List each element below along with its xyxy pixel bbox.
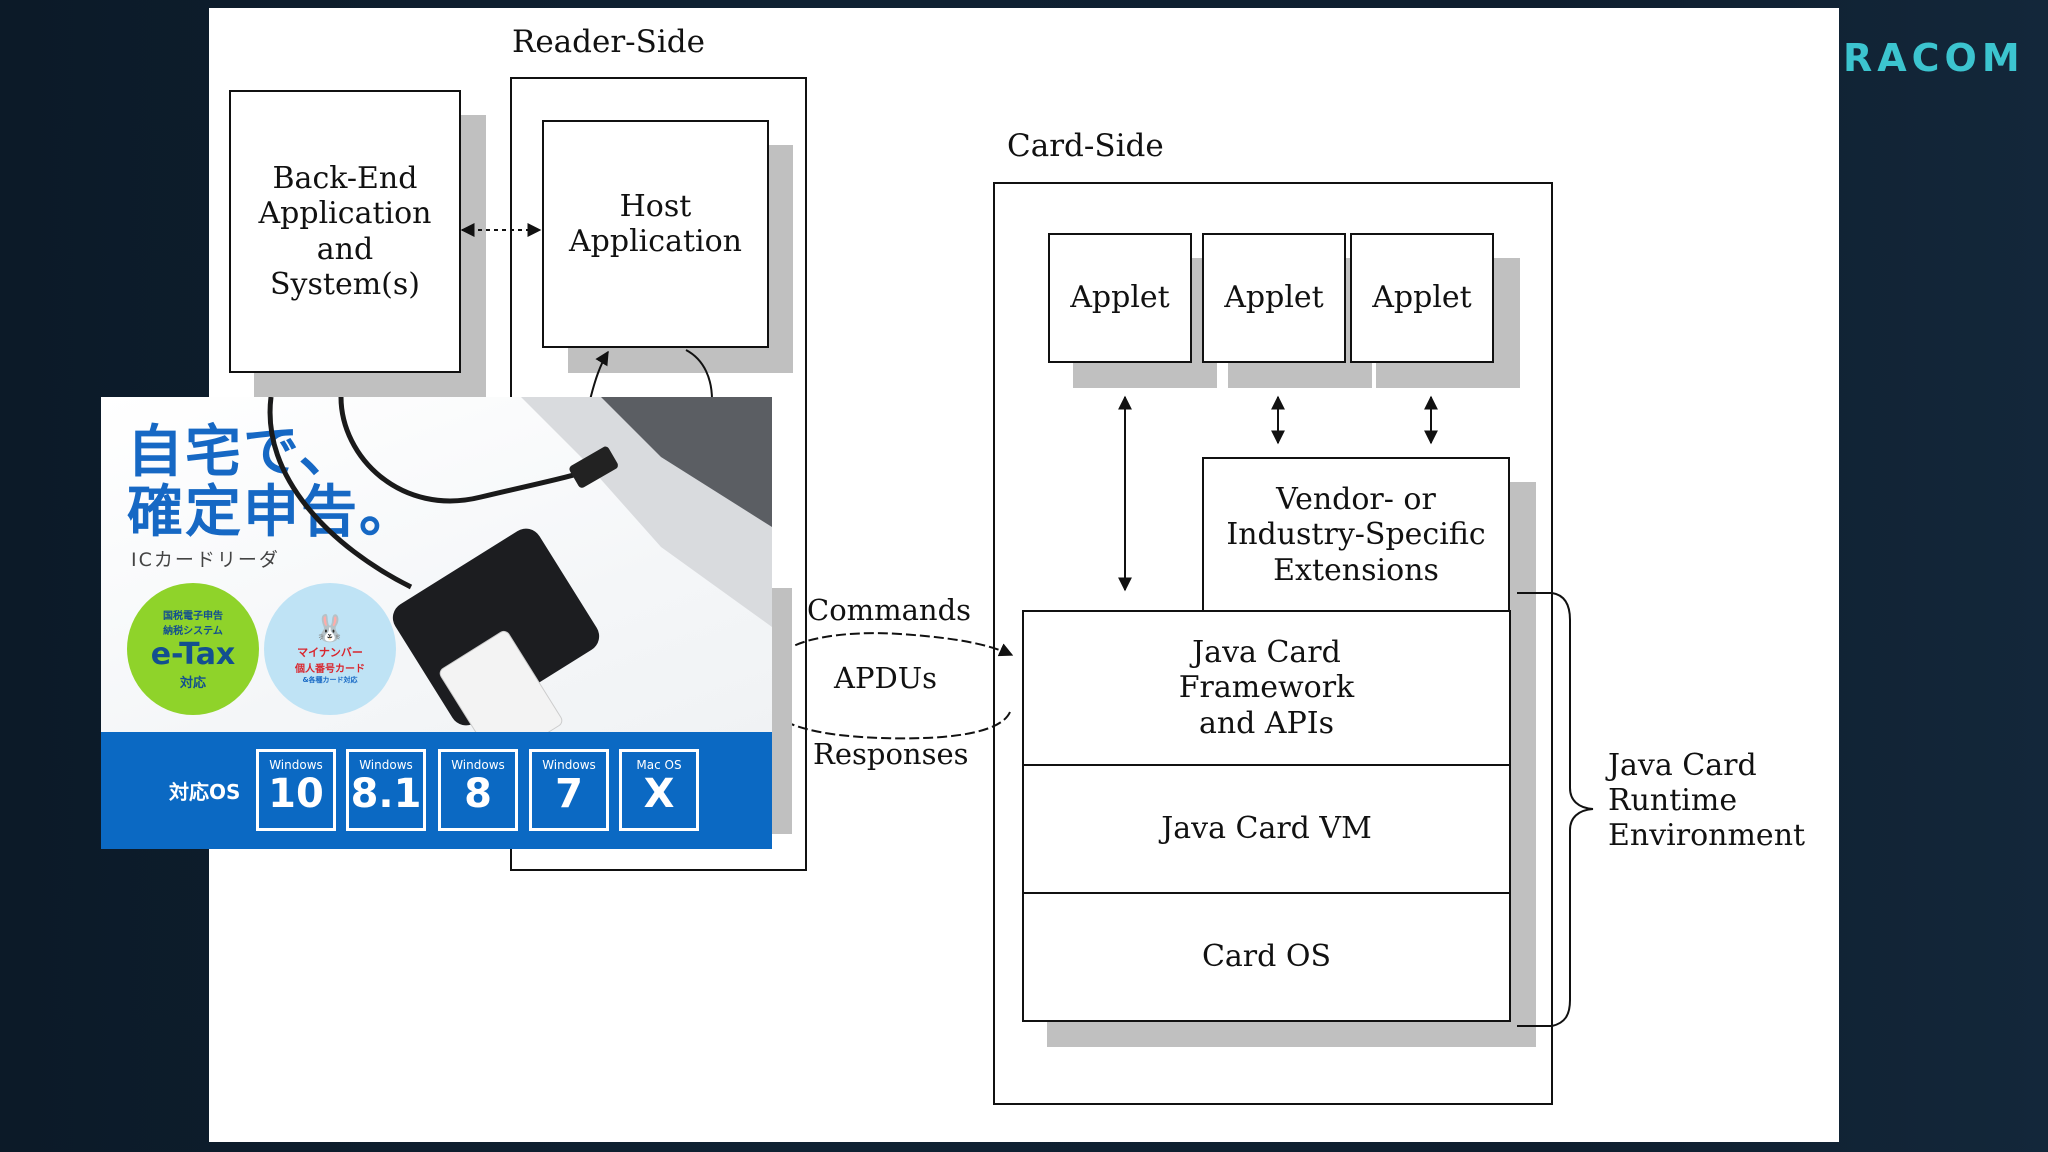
applet-box-1: Applet	[1048, 233, 1192, 363]
reader-side-title: Reader-Side	[512, 24, 705, 60]
ad-headline-line2: 確定申告。	[127, 480, 417, 545]
usb-plug	[569, 446, 618, 488]
backend-line: Back-End	[272, 161, 418, 197]
host-label: Host Application	[569, 189, 742, 259]
mynumber-line: 個人番号カード	[295, 663, 365, 675]
apdus-label: APDUs	[834, 661, 938, 695]
framework-line: and APIs	[1198, 705, 1335, 741]
os-badge: Windows 8	[438, 749, 518, 831]
applet-label: Applet	[1224, 280, 1324, 316]
applet-box-2: Applet	[1202, 233, 1346, 363]
mynumber-badge: 🐰 マイナンバー 個人番号カード &各種カード対応	[264, 583, 396, 715]
commands-label: Commands	[807, 593, 972, 627]
laptop-keyboard	[601, 397, 772, 527]
vendor-line: Extensions	[1273, 552, 1439, 588]
vendor-label: Vendor- or Industry-Specific Extensions	[1226, 482, 1485, 587]
responses-label: Responses	[813, 737, 969, 771]
commands-arrow	[775, 632, 1014, 665]
framework-line: Framework	[1178, 670, 1355, 706]
runtime-stack-shadow	[1047, 1021, 1536, 1047]
mynumber-line: &各種カード対応	[302, 675, 358, 684]
reader-cable	[267, 397, 413, 590]
host-application-box: Host Application	[542, 120, 769, 348]
runtime-environment-label: Java Card Runtime Environment	[1608, 748, 1805, 853]
os-badge: Windows 8.1	[346, 749, 426, 831]
etax-line: 納税システム	[163, 626, 223, 637]
card-os-layer: Card OS	[1022, 892, 1511, 1022]
os-name: Mac OS	[636, 758, 682, 772]
ad-headline-line1: 自宅で、	[127, 420, 357, 485]
usb-cable	[338, 397, 602, 504]
host-line: Application	[569, 224, 742, 259]
os-version: 10	[268, 771, 324, 817]
brand-logo: RACOM	[1843, 36, 2025, 80]
runtime-line: Runtime	[1608, 783, 1738, 819]
product-illustration	[267, 397, 772, 764]
vm-layer: Java Card VM	[1022, 764, 1511, 894]
card-side-title: Card-Side	[1007, 128, 1164, 164]
host-line: Host	[619, 188, 692, 224]
backend-line: Application	[258, 196, 432, 232]
host-to-reader-arrow	[589, 350, 609, 401]
supported-os-label: 対応OS	[169, 780, 241, 804]
etax-sub: 対応	[179, 676, 206, 691]
os-badge: Windows 10	[256, 749, 336, 831]
framework-label: Java Card Framework and APIs	[1179, 635, 1355, 740]
responses-arrow	[776, 711, 1011, 740]
os-version: X	[643, 771, 675, 817]
applet-label: Applet	[1372, 280, 1472, 316]
etax-badge: 国税電子申告 納税システム e-Tax 対応	[127, 583, 259, 715]
mynumber-line: マイナンバー	[297, 645, 363, 659]
etax-main: e-Tax	[150, 637, 236, 672]
vendor-extensions-box: Vendor- or Industry-Specific Extensions	[1202, 457, 1510, 613]
card-side-container	[993, 182, 1553, 1105]
backend-label: Back-End Application and System(s)	[259, 161, 432, 301]
ad-subtitle: ICカードリーダ	[131, 549, 280, 571]
framework-line: Java Card	[1192, 635, 1341, 671]
vendor-box-shadow	[1509, 482, 1536, 1047]
mascot-icon: 🐰	[313, 613, 347, 644]
vendor-line: Industry-Specific	[1226, 517, 1486, 553]
product-image-shadow	[772, 588, 792, 834]
os-badge: Windows 7	[529, 749, 609, 831]
backend-line: System(s)	[270, 266, 420, 302]
applet-box-3: Applet	[1350, 233, 1494, 363]
card-os-label: Card OS	[1201, 939, 1332, 975]
supported-os-band: 対応OS Windows 10 Windows 8.1 Windows 8 Wi…	[101, 732, 772, 849]
os-name: Windows	[359, 758, 413, 772]
framework-layer: Java Card Framework and APIs	[1022, 610, 1511, 766]
os-name: Windows	[269, 758, 323, 772]
os-name: Windows	[542, 758, 596, 772]
os-badge: Mac OS X	[619, 749, 699, 831]
applet-label: Applet	[1070, 280, 1170, 316]
vm-label: Java Card VM	[1161, 811, 1372, 847]
os-version: 8	[464, 771, 492, 817]
runtime-line: Java Card	[1608, 748, 1757, 783]
os-version: 8.1	[350, 771, 422, 817]
os-version: 7	[555, 771, 583, 817]
backend-line: and	[316, 231, 374, 267]
runtime-brace	[1517, 592, 1594, 1027]
ic-card-reader-ad-image: 自宅で、 確定申告。 ICカードリーダ 国税電子申告 納税システム e-Tax …	[101, 397, 772, 849]
vendor-line: Vendor- or	[1276, 482, 1436, 518]
reader-to-host-curve	[685, 349, 713, 401]
runtime-line: Environment	[1608, 818, 1806, 854]
os-name: Windows	[451, 758, 505, 772]
backend-box: Back-End Application and System(s)	[229, 90, 461, 373]
etax-line: 国税電子申告	[163, 611, 223, 622]
